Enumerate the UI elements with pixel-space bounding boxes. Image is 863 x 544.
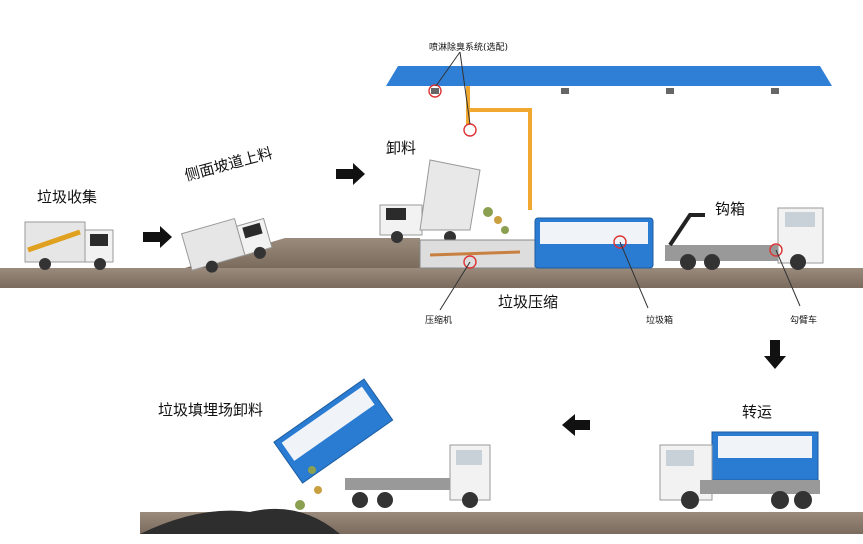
- hook-truck: [665, 207, 824, 270]
- leader-compactor: [439, 261, 471, 311]
- callout-garbage-box: 垃圾箱: [646, 316, 674, 326]
- stage-hook-label: 钩箱: [715, 200, 746, 218]
- unloading-truck: [379, 159, 481, 243]
- garbage-box: [534, 217, 654, 269]
- arrow-right-icon: [143, 226, 172, 248]
- compactor-unit: [419, 239, 536, 269]
- ramp: [185, 238, 420, 268]
- spray-nozzle-icon: [431, 88, 779, 94]
- stage-landfill-label: 垃圾填埋场卸料: [158, 401, 264, 419]
- spray-marker-2: [463, 123, 477, 137]
- transfer-truck: [659, 431, 820, 509]
- arrow-right-icon: [336, 163, 365, 185]
- stage-unload-label: 卸料: [386, 139, 417, 157]
- garbage-pile: [483, 207, 509, 234]
- collection-truck: [24, 221, 114, 270]
- arrow-left-icon: [562, 414, 590, 436]
- callout-spray-system: 喷淋除臭系统(选配): [429, 43, 509, 53]
- landfill-truck: [273, 378, 491, 508]
- landfill-pile: [140, 466, 340, 534]
- leader-hook-truck: [775, 249, 801, 307]
- stage-transfer-label: 转运: [742, 403, 773, 421]
- stage-compress-label: 垃圾压缩: [498, 293, 559, 311]
- stage-collect-label: 垃圾收集: [37, 188, 98, 206]
- leader-spray-1: [435, 51, 461, 87]
- leader-garbage-box: [619, 241, 649, 309]
- arrow-down-icon: [764, 340, 786, 369]
- spray-roof: [386, 66, 832, 86]
- ground-upper: [0, 268, 863, 288]
- spray-pipe: [466, 86, 532, 210]
- callout-compactor: 压缩机: [425, 316, 453, 326]
- callout-hook-truck: 勾臂车: [790, 316, 818, 326]
- spray-marker: [428, 84, 442, 98]
- leader-spray-2: [459, 51, 471, 125]
- ramp-truck: [180, 217, 273, 273]
